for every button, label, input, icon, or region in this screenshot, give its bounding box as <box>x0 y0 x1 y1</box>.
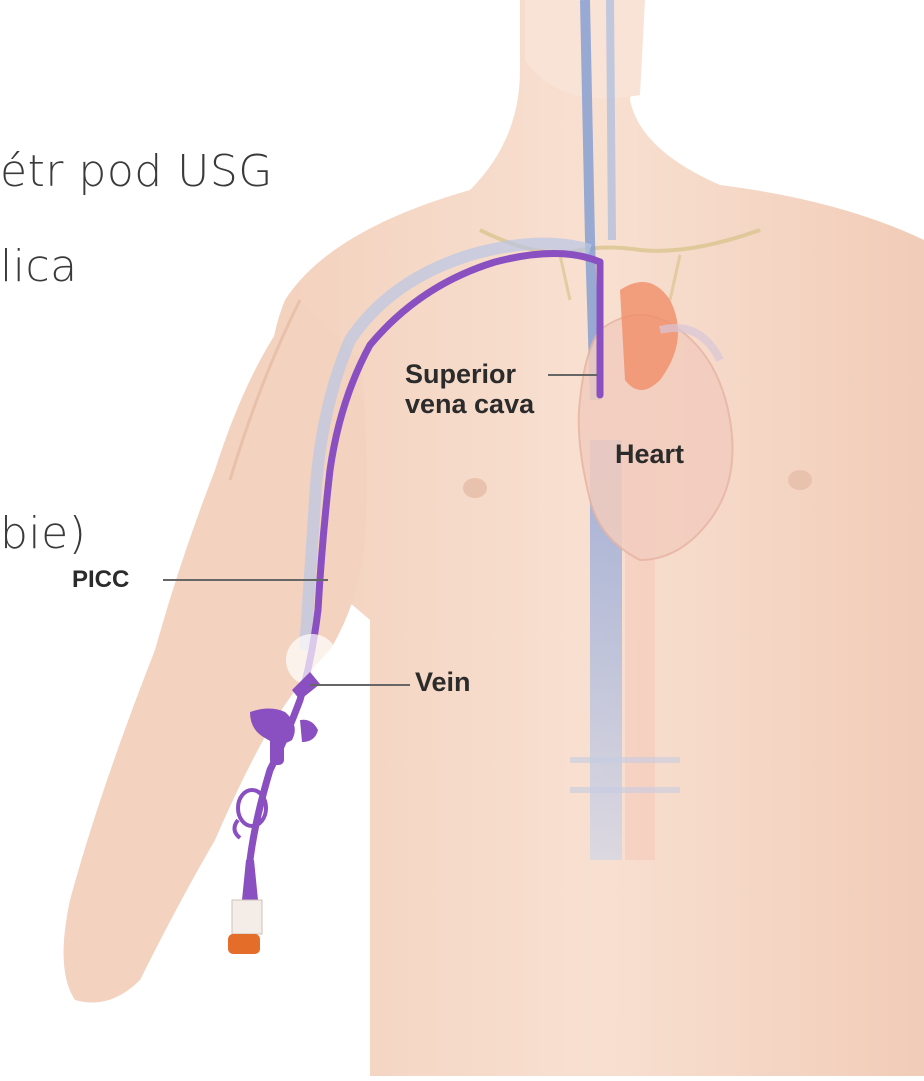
label-superior-vena-cava: Superior vena cava <box>405 360 534 419</box>
label-vena-cava: vena cava <box>405 390 534 420</box>
catheter-connector <box>228 860 262 954</box>
slide-text-line-1: étr pod USG <box>0 150 273 194</box>
label-vein: Vein <box>415 668 471 698</box>
slide-text-line-3: bie) <box>0 512 86 556</box>
slide-text-line-2: lica <box>0 245 78 289</box>
label-superior: Superior <box>405 360 534 390</box>
label-heart: Heart <box>615 440 684 470</box>
label-picc: PICC <box>72 567 129 593</box>
